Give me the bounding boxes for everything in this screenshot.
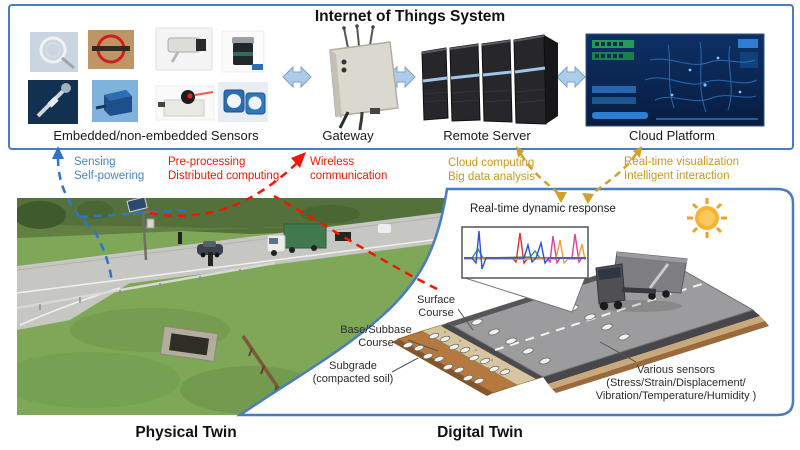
physical-twin-title: Physical Twin — [135, 424, 237, 441]
physical-twin-photo — [17, 198, 447, 415]
label-gateway: Gateway — [322, 128, 374, 143]
wireless-arrow-icon — [149, 152, 438, 291]
digital-twin-title: Digital Twin — [437, 424, 523, 441]
label-various-sensors: Various sensors (Stress/Strain/Displacem… — [595, 364, 757, 402]
laser-sensor-icon — [155, 85, 215, 121]
label-cloud-platform: Cloud Platform — [629, 128, 715, 143]
lidar-sensor-icon — [221, 30, 265, 73]
cloud-arrows-icon — [516, 146, 642, 204]
digital-truck-icon — [595, 251, 688, 312]
accelerometer-cube-icon — [92, 80, 138, 122]
photo-truck — [266, 223, 327, 256]
ring-sensor-icon — [88, 30, 134, 69]
sensing-arrow-icon — [52, 146, 189, 283]
server-rack-icon — [421, 34, 558, 125]
leader-lines — [391, 308, 637, 373]
arrow-server-cloud-icon — [556, 65, 586, 89]
label-subgrade: Subgrade(compacted soil) — [312, 360, 394, 385]
fiber-optic-sensor-icon — [30, 32, 78, 72]
arrow-sensors-gateway-icon — [282, 65, 312, 89]
cloud-dashboard-icon — [585, 33, 765, 127]
ultrasonic-sensors-icon — [218, 82, 268, 122]
photo-car — [197, 241, 223, 258]
dynamic-response-inset — [461, 226, 589, 313]
probe-sensor-icon — [28, 80, 78, 124]
pavement-model — [392, 255, 769, 396]
gateway-device-icon — [329, 24, 399, 131]
sun-icon — [687, 198, 727, 238]
inset-title: Real-time dynamic response — [470, 203, 616, 215]
label-remote-server: Remote Server — [443, 128, 531, 143]
cctv-camera-icon — [155, 27, 213, 71]
label-sensors: Embedded/non-embedded Sensors — [53, 128, 259, 143]
page-title: Internet of Things System — [314, 8, 506, 25]
